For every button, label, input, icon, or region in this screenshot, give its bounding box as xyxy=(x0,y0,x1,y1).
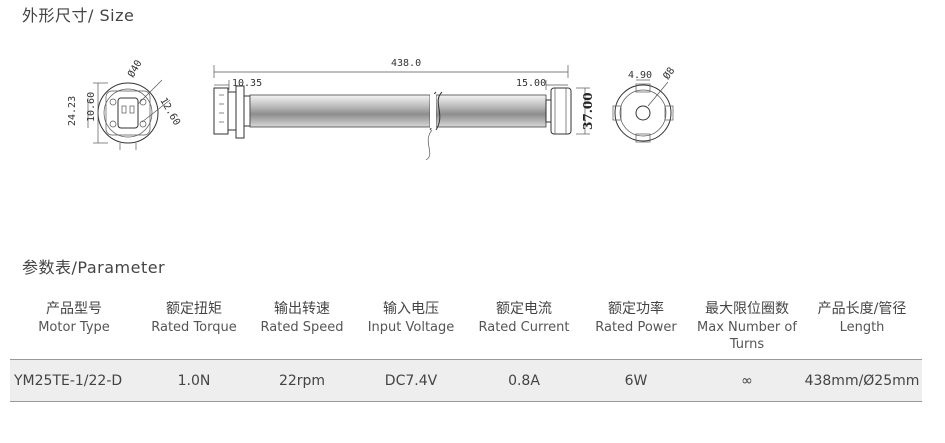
tube-diameter-label: 37.00 xyxy=(581,92,595,130)
table-row: YM25TE-1/22-D 1.0N 22rpm DC7.4V 0.8A 6W … xyxy=(10,359,922,402)
adapter-diameter-label: Ø8 xyxy=(661,65,678,82)
head-offset-label: 10.35 xyxy=(232,78,262,89)
cell-power: 6W xyxy=(624,372,648,389)
end-diameter-label: Ø40 xyxy=(125,58,144,80)
tail-offset-label: 15.00 xyxy=(516,78,546,89)
cell-torque: 1.0N xyxy=(177,372,211,389)
cell-turns: ∞ xyxy=(741,372,753,389)
cell-length: 438mm/Ø25mm xyxy=(804,372,920,389)
cell-voltage: DC7.4V xyxy=(384,372,438,389)
end-view-motor-head: 24.23 10.60 Ø40 12.60 xyxy=(67,58,182,150)
end-slant-label: 12.60 xyxy=(157,96,182,128)
size-section-title: 外形尺寸/ Size xyxy=(22,6,135,25)
dimension-drawing: 24.23 10.60 Ø40 12.60 438.0 10.35 15.00 xyxy=(67,58,678,161)
cell-motor-type: YM25TE-1/22-D xyxy=(14,372,123,389)
parameter-section-title: 参数表/Parameter xyxy=(22,258,166,277)
overall-length-label: 438.0 xyxy=(391,58,421,69)
end-view-adapter: 4.90 Ø8 xyxy=(612,65,678,143)
end-height-label: 24.23 xyxy=(67,96,78,126)
adapter-width-label: 4.90 xyxy=(628,70,652,81)
side-view-motor: 438.0 10.35 15.00 37.00 xyxy=(213,58,595,161)
cell-current: 0.8A xyxy=(508,372,540,389)
cell-speed: 22rpm xyxy=(278,372,326,389)
end-inner-label: 10.60 xyxy=(86,92,97,122)
